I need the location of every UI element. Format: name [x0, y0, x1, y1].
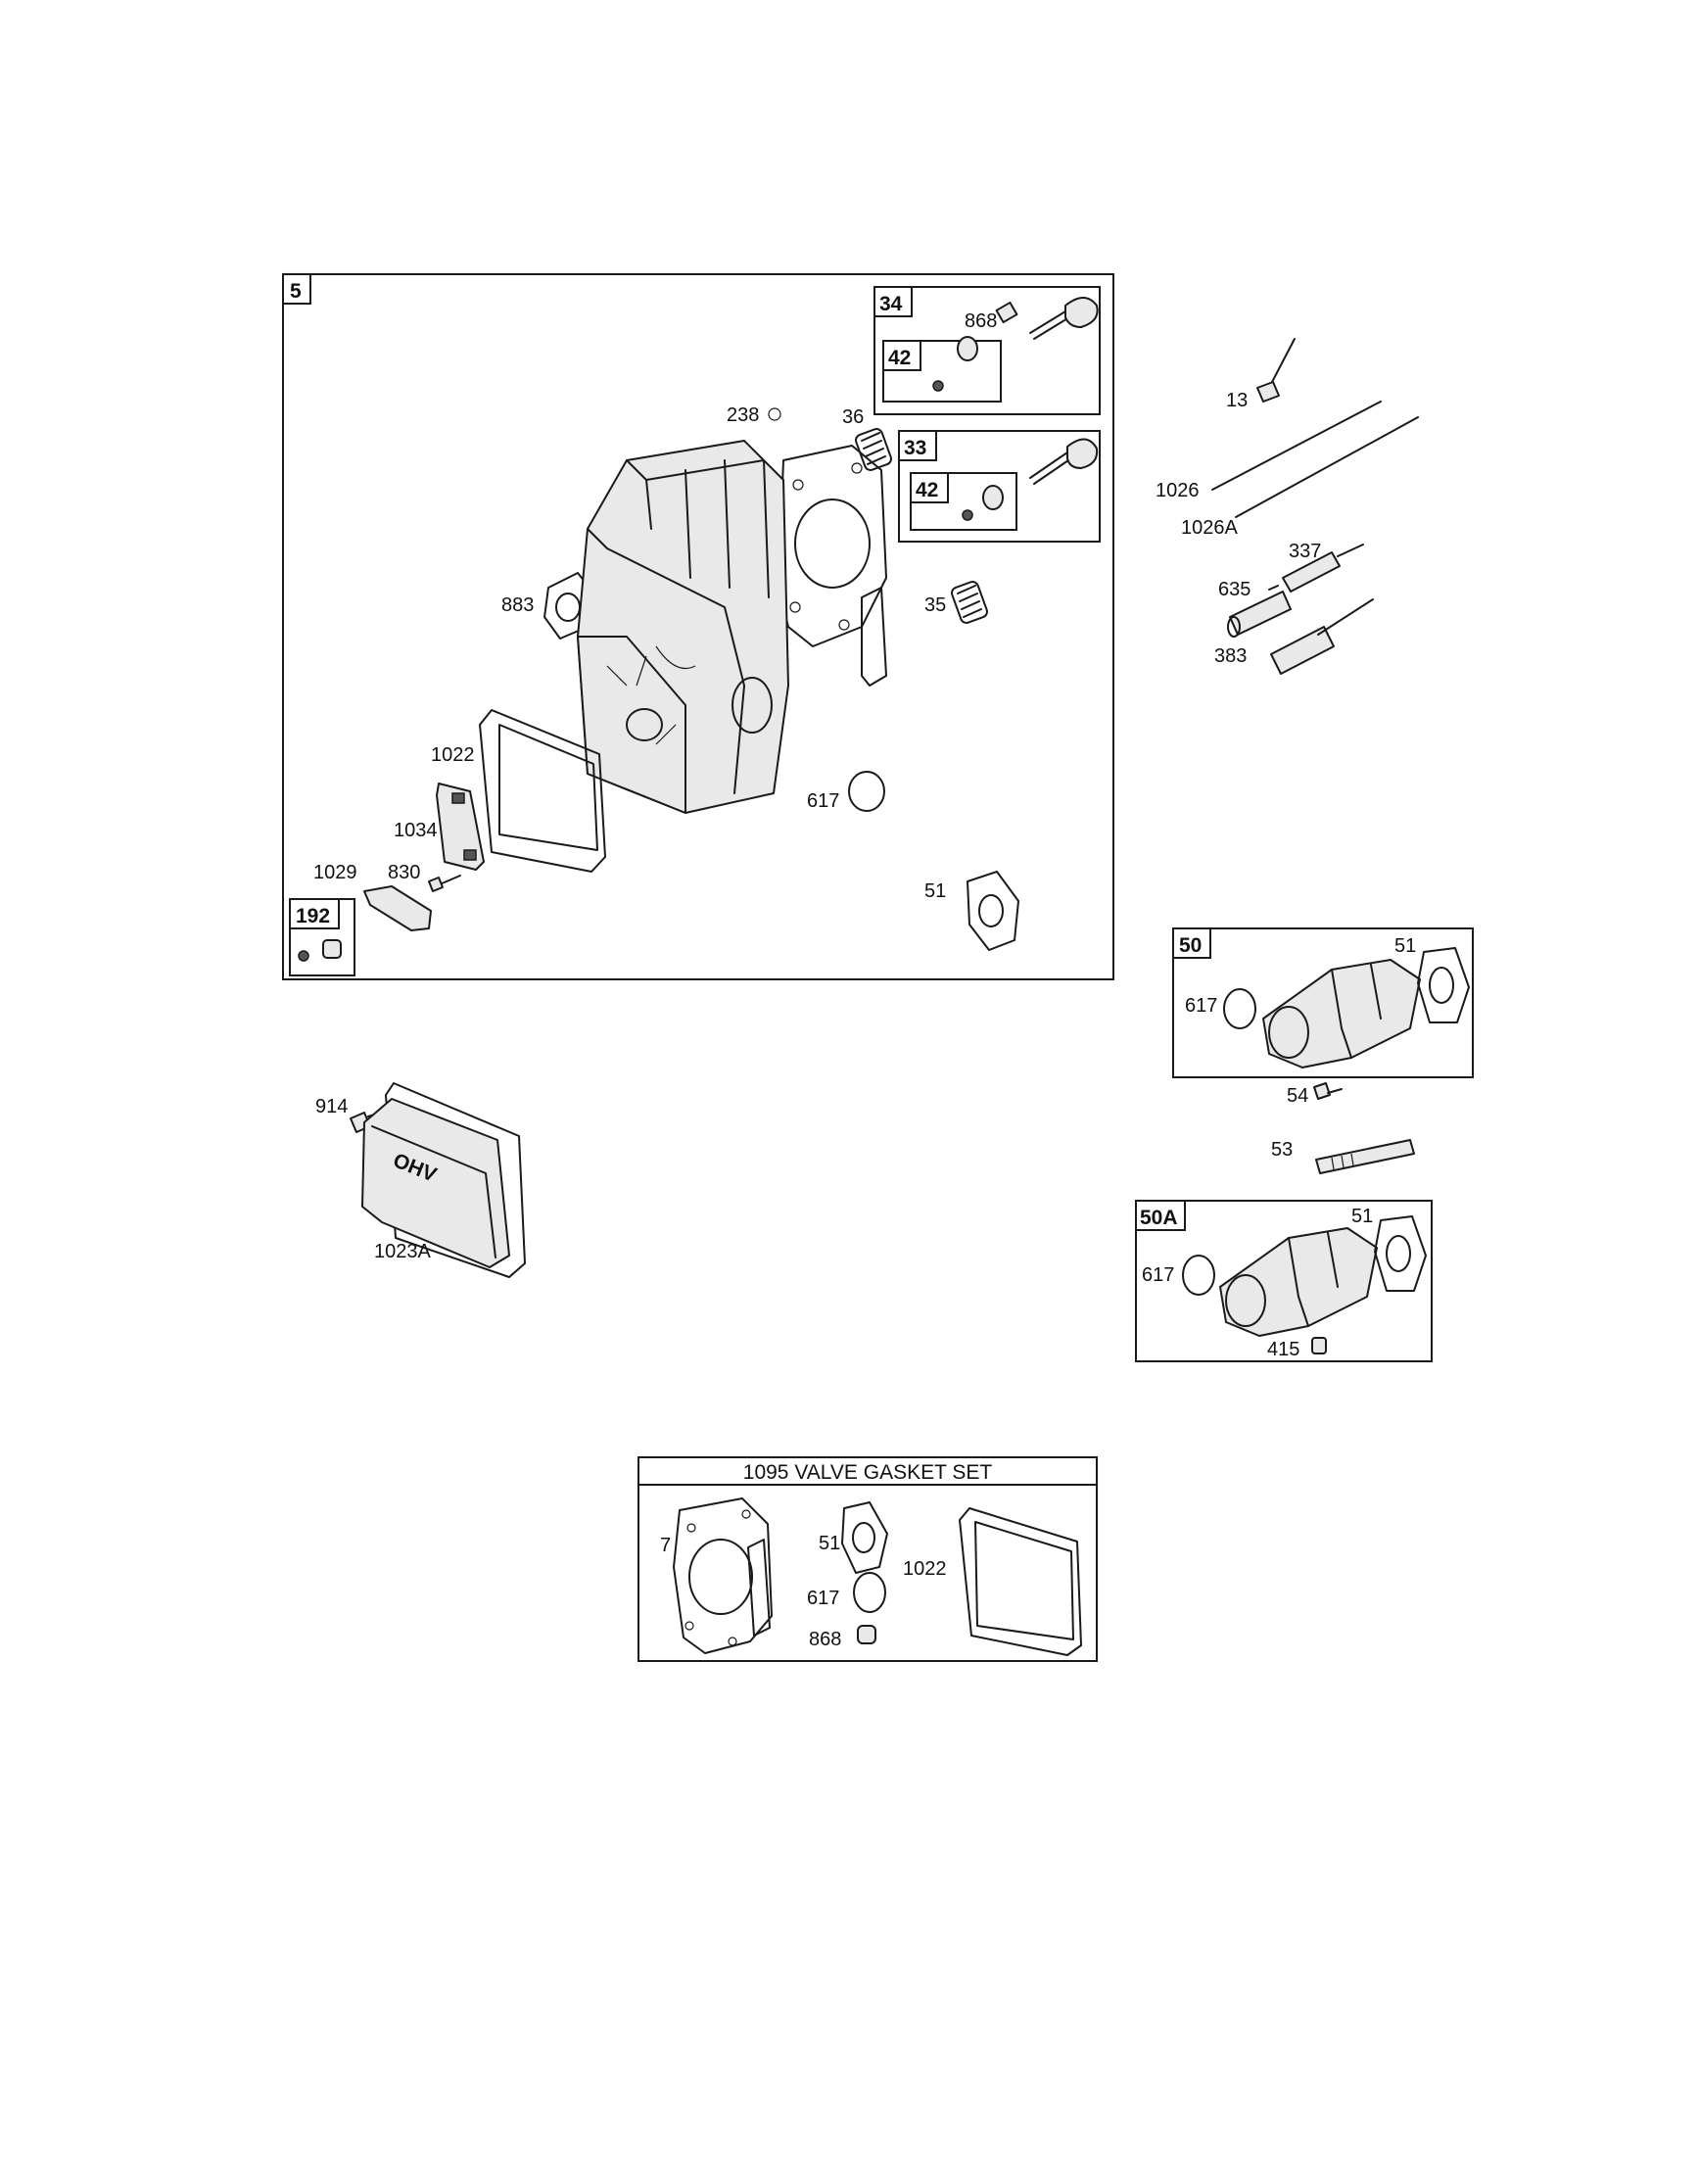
rocker-nut-group-192: 192 — [289, 898, 355, 976]
valve-seal-868 — [995, 301, 1018, 324]
tag-33: 33 — [904, 437, 926, 459]
intake-gasket-51-manifold-a — [1374, 1215, 1427, 1292]
exhaust-valve-head — [1064, 297, 1099, 328]
label-51-manifold: 51 — [1394, 935, 1416, 957]
label-51-head: 51 — [924, 880, 946, 902]
spark-plug-ground-383 — [1270, 598, 1374, 675]
stud-53 — [1315, 1139, 1415, 1174]
intake-manifold-group-50a: 50A 51 617 415 — [1135, 1200, 1433, 1362]
rocker-stud-830 — [428, 875, 461, 892]
intake-valve-head — [1066, 438, 1099, 469]
label-54: 54 — [1287, 1085, 1308, 1107]
intake-gasket-51-head — [967, 871, 1019, 951]
rocker-cover-1023a: OHV — [361, 1082, 526, 1278]
plug-415 — [1311, 1337, 1327, 1354]
label-13: 13 — [1226, 390, 1248, 411]
o-ring-617-manifold — [1223, 988, 1256, 1029]
o-ring-617-set — [853, 1572, 886, 1613]
tag-192: 192 — [296, 905, 330, 927]
intake-manifold-50 — [1262, 959, 1421, 1068]
valve-spring-35 — [951, 581, 988, 624]
label-868-top: 868 — [965, 310, 997, 332]
label-51-manifold-a: 51 — [1351, 1206, 1373, 1227]
valve-spring-36 — [855, 428, 892, 471]
label-617-set: 617 — [807, 1588, 839, 1609]
tag-50a: 50A — [1140, 1207, 1178, 1229]
label-868-set: 868 — [809, 1629, 841, 1650]
label-635: 635 — [1218, 579, 1251, 600]
label-238: 238 — [727, 404, 759, 426]
tag-42-intake: 42 — [916, 479, 938, 501]
o-ring-617-manifold-a — [1182, 1255, 1215, 1296]
label-1034: 1034 — [394, 820, 438, 841]
valve-gasket-set-1095: 1095 VALVE GASKET SET 7 51 617 868 1022 — [637, 1456, 1098, 1662]
label-883: 883 — [501, 594, 534, 616]
label-337: 337 — [1289, 541, 1321, 562]
label-1022: 1022 — [431, 744, 475, 766]
tag-5: 5 — [290, 280, 302, 303]
dowel-pin-238 — [768, 407, 781, 421]
label-1023a: 1023A — [374, 1241, 431, 1262]
label-415: 415 — [1267, 1339, 1299, 1360]
push-rod-1026 — [1211, 401, 1382, 491]
label-617-head: 617 — [807, 790, 839, 812]
label-36: 36 — [842, 406, 864, 428]
label-914: 914 — [315, 1096, 348, 1117]
label-617-manifold: 617 — [1185, 995, 1217, 1017]
head-gasket-7-set — [673, 1497, 773, 1654]
cylinder-head-assembly-frame: 5 — [282, 273, 1114, 980]
label-830: 830 — [388, 862, 420, 883]
intake-valve-group: 33 42 — [898, 430, 1101, 543]
rocker-cover-gasket-1022-set — [959, 1507, 1082, 1656]
head-gasket-7 — [778, 445, 887, 687]
intake-gasket-51-set — [841, 1501, 888, 1574]
spark-plug-337 — [1268, 544, 1364, 593]
screw-54 — [1313, 1082, 1343, 1100]
rocker-plate-1034 — [436, 783, 485, 871]
tag-42-exhaust: 42 — [888, 347, 911, 369]
label-1029: 1029 — [313, 862, 357, 883]
valve-keeper-exhaust — [932, 380, 944, 392]
label-1026a: 1026A — [1181, 517, 1238, 539]
valve-retainer-intake — [982, 485, 1004, 510]
intake-manifold-group-50: 50 51 617 — [1172, 927, 1474, 1078]
label-7-set: 7 — [660, 1535, 671, 1556]
o-ring-617-head — [848, 771, 885, 812]
rocker-cover-gasket-1022 — [479, 709, 606, 873]
bolt-13 — [1256, 338, 1296, 403]
valve-retainer-exhaust — [957, 336, 978, 361]
label-383: 383 — [1214, 645, 1247, 667]
spark-plug-boot-635 — [1227, 591, 1292, 638]
valve-keeper-intake — [962, 509, 973, 521]
valve-seal-868-set — [857, 1625, 876, 1644]
intake-valve-stem — [1029, 451, 1072, 485]
intake-manifold-50a — [1219, 1227, 1378, 1337]
cylinder-head — [577, 440, 789, 814]
tag-34: 34 — [879, 293, 903, 315]
gasket-set-title: 1095 VALVE GASKET SET — [743, 1461, 993, 1484]
label-617-manifold-a: 617 — [1142, 1264, 1174, 1286]
exhaust-valve-group: 34 42 868 — [873, 286, 1101, 415]
tag-50: 50 — [1179, 934, 1202, 957]
label-53: 53 — [1271, 1139, 1293, 1161]
rocker-arm-1029 — [363, 885, 432, 931]
label-51-set: 51 — [819, 1533, 840, 1554]
label-35: 35 — [924, 594, 946, 616]
push-rod-1026a — [1235, 416, 1419, 518]
exhaust-valve-stem — [1029, 310, 1070, 340]
intake-gasket-51-manifold — [1417, 947, 1470, 1023]
label-1026: 1026 — [1156, 480, 1200, 501]
label-1022-set: 1022 — [903, 1558, 947, 1580]
